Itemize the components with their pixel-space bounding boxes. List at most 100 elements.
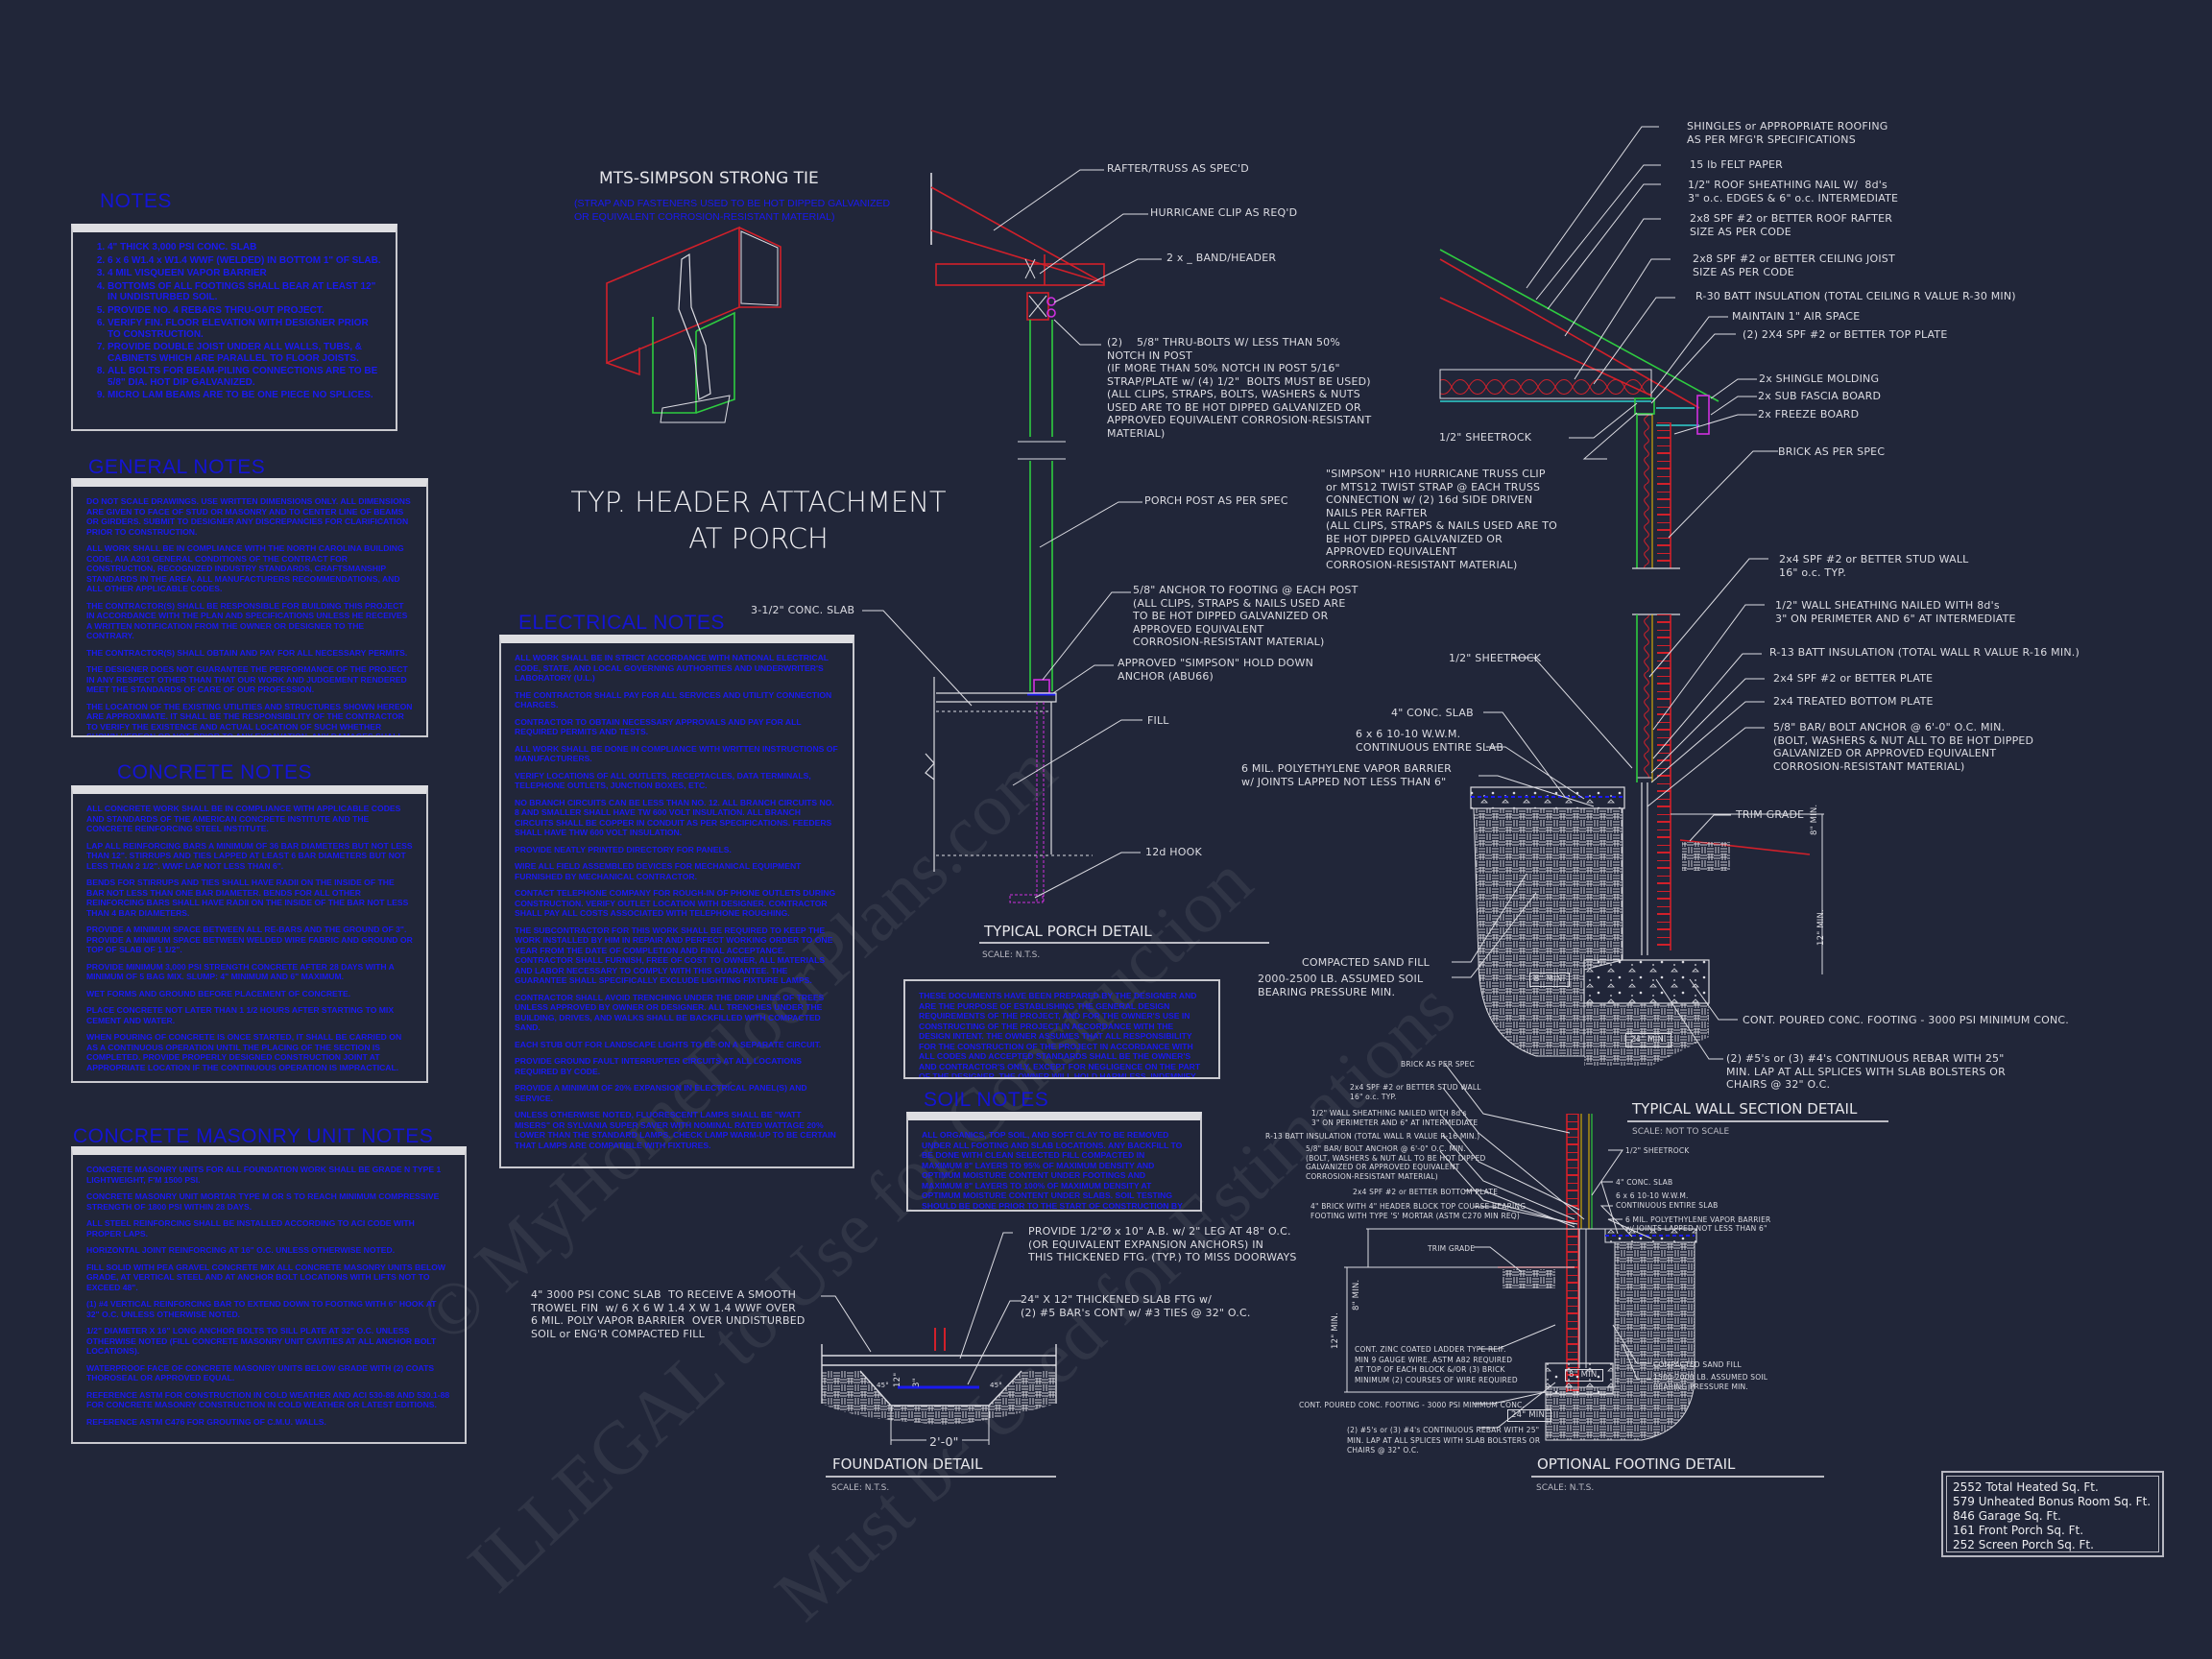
optional-footing-drawing (1344, 1114, 1697, 1441)
general-note-paragraph: THE DESIGNER DOES NOT GUARANTEE THE PERF… (86, 664, 408, 694)
wall-section-title: TYPICAL WALL SECTION DETAIL (1632, 1100, 1858, 1118)
opt-label-wall-sheathing: 1/2" WALL SHEATHING NAILED WITH 8d's 3" … (1311, 1109, 1479, 1127)
foundation-detail-scale: SCALE: N.T.S. (831, 1483, 890, 1493)
electrical-note-paragraph: CONTRACTOR SHALL AVOID TRENCHING UNDER T… (515, 992, 825, 1033)
wall-label-rafter: 2x8 SPF #2 or BETTER ROOF RAFTER SIZE AS… (1690, 212, 1893, 238)
concrete-note-paragraph: ALL CONCRETE WORK SHALL BE IN COMPLIANCE… (86, 804, 401, 833)
sqft-front-porch: 161 Front Porch Sq. Ft. (1953, 1524, 2084, 1537)
opt-label-conc-slab: 4" CONC. SLAB (1616, 1178, 1673, 1187)
wall-label-sheetrock: 1/2" SHEETROCK (1449, 652, 1542, 664)
sqft-screen-porch: 252 Screen Porch Sq. Ft. (1953, 1538, 2094, 1551)
general-note-paragraph: DO NOT SCALE DRAWINGS. USE WRITTEN DIMEN… (86, 496, 411, 537)
note-item: 4 MIL VISQUEEN VAPOR BARRIER (108, 268, 382, 279)
foundation-label-thickened: 24" X 12" THICKENED SLAB FTG w/ (2) #5 B… (1021, 1293, 1251, 1319)
opt-label-stud-wall: 2x4 SPF #2 or BETTER STUD WALL 16" o.c. … (1350, 1083, 1481, 1101)
opt-label-soil-bearing: 1500-2000 LB. ASSUMED SOIL BEARING PRESS… (1653, 1373, 1768, 1391)
foundation-dim-width: 2'-0" (926, 1434, 962, 1449)
notes-title: NOTES (100, 190, 172, 212)
electrical-note-paragraph: THE SUBCONTRACTOR FOR THIS WORK SHALL BE… (515, 925, 833, 986)
concrete-note-paragraph: BENDS FOR STIRRUPS AND TIES SHALL HAVE R… (86, 878, 409, 918)
sqft-heated: 2552 Total Heated Sq. Ft. (1953, 1480, 2099, 1494)
concrete-note-paragraph: LAP ALL REINFORCING BARS A MINIMUM OF 36… (86, 840, 413, 871)
electrical-note-paragraph: ALL WORK SHALL BE DONE IN COMPLIANCE WIT… (515, 743, 838, 764)
wall-label-brick: BRICK AS PER SPEC (1778, 445, 1886, 458)
wall-label-wwm: 6 x 6 10-10 W.W.M. CONTINUOUS ENTIRE SLA… (1356, 728, 1504, 754)
foundation-dim-12: 12" (893, 1372, 902, 1387)
wall-label-felt: 15 lb FELT PAPER (1690, 158, 1784, 171)
electrical-note-paragraph: UNLESS OTHERWISE NOTED, FLUORESCENT LAMP… (515, 1110, 836, 1150)
electrical-note-paragraph: PROVIDE A MINIMUM OF 20% EXPANSION IN EL… (515, 1083, 807, 1103)
wall-label-trim-grade: TRIM GRADE (1736, 808, 1805, 821)
cmu-note-paragraph: (1) #4 VERTICAL REINFORCING BAR TO EXTEN… (86, 1299, 437, 1319)
opt-label-sheetrock: 1/2" SHEETROCK (1625, 1146, 1690, 1155)
cmu-note-paragraph: WATERPROOF FACE OF CONCRETE MASONRY UNIT… (86, 1362, 435, 1383)
concrete-notes-panel: ALL CONCRETE WORK SHALL BE IN COMPLIANCE… (71, 785, 428, 1083)
cmu-note-paragraph: REFERENCE ASTM C476 FOR GROUTING OF C.M.… (86, 1416, 326, 1427)
note-item: PROVIDE DOUBLE JOIST UNDER ALL WALLS, TU… (108, 342, 382, 364)
wall-label-stud-wall: 2x4 SPF #2 or BETTER STUD WALL 16" o.c. … (1779, 553, 1969, 579)
note-item: BOTTOMS OF ALL FOOTINGS SHALL BEAR AT LE… (108, 281, 382, 303)
opt-label-ladder: CONT. ZINC COATED LADDER TYPE REIF. MIN … (1355, 1345, 1518, 1384)
cmu-notes-title: CONCRETE MASONRY UNIT NOTES (73, 1125, 434, 1147)
foundation-angle-right: 45° (990, 1382, 1003, 1389)
wall-label-sheetrock-top: 1/2" SHEETROCK (1439, 431, 1532, 444)
note-item: PROVIDE NO. 4 REBARS THRU-OUT PROJECT. (108, 305, 382, 317)
sqft-garage: 846 Garage Sq. Ft. (1953, 1509, 2061, 1523)
wall-label-sand-fill: COMPACTED SAND FILL (1302, 956, 1430, 969)
general-note-paragraph: THE CONTRACTOR(S) SHALL BE RESPONSIBLE F… (86, 600, 408, 641)
square-footage-table: 2552 Total Heated Sq. Ft. 579 Unheated B… (1941, 1471, 2164, 1557)
cmu-notes-panel: CONCRETE MASONRY UNITS FOR ALL FOUNDATIO… (71, 1146, 467, 1444)
opt-label-brick: BRICK AS PER SPEC (1401, 1060, 1475, 1069)
opt-label-footing: CONT. POURED CONC. FOOTING - 3000 PSI MI… (1299, 1401, 1526, 1409)
porch-label-band: 2 x _ BAND/HEADER (1166, 252, 1277, 264)
opt-label-r13: R-13 BATT INSULATION (TOTAL WALL R VALUE… (1265, 1132, 1480, 1141)
wall-label-hurricane: "SIMPSON" H10 HURRICANE TRUSS CLIP or MT… (1326, 468, 1557, 571)
note-item: 4" THICK 3,000 PSI CONC. SLAB (108, 242, 382, 253)
wall-title-underline (1627, 1120, 1888, 1122)
cmu-note-paragraph: REFERENCE ASTM FOR CONSTRUCTION IN COLD … (86, 1389, 450, 1410)
note-item: 6 x 6 W1.4 x W1.4 WWF (WELDED) IN BOTTOM… (108, 255, 382, 267)
wall-dim-12: 12" MIN. (1816, 909, 1826, 946)
opt-dim-24: 24" MIN. (1507, 1409, 1551, 1422)
electrical-note-paragraph: ALL WORK SHALL BE IN STRICT ACCORDANCE W… (515, 653, 829, 683)
wall-label-r13: R-13 BATT INSULATION (TOTAL WALL R VALUE… (1769, 646, 2080, 659)
wall-section-scale: SCALE: NOT TO SCALE (1632, 1127, 1730, 1137)
foundation-detail-title: FOUNDATION DETAIL (832, 1455, 983, 1473)
wall-label-r30: R-30 BATT INSULATION (TOTAL CEILING R VA… (1695, 290, 2016, 302)
optional-footing-title: OPTIONAL FOOTING DETAIL (1537, 1455, 1736, 1473)
wall-dim-8b: 8" MIN. (1529, 973, 1571, 987)
porch-label-post: PORCH POST AS PER SPEC (1144, 494, 1288, 507)
electrical-note-paragraph: CONTACT TELEPHONE COMPANY FOR ROUGH-IN O… (515, 888, 836, 918)
electrical-note-paragraph: VERIFY LOCATIONS OF ALL OUTLETS, RECEPTA… (515, 770, 811, 791)
porch-label-slab: 3-1/2" CONC. SLAB (751, 604, 855, 616)
cmu-note-paragraph: CONCRETE MASONRY UNIT MORTAR TYPE M OR S… (86, 1191, 440, 1212)
general-note-paragraph: ALL WORK SHALL BE IN COMPLIANCE WITH THE… (86, 543, 404, 593)
wall-label-shingles: SHINGLES or APPROPRIATE ROOFING AS PER M… (1687, 120, 1888, 146)
sqft-bonus-room: 579 Unheated Bonus Room Sq. Ft. (1953, 1495, 2152, 1508)
opt-label-sand-fill: COMPACTED SAND FILL (1653, 1360, 1742, 1369)
electrical-note-paragraph: EACH STUB OUT FOR LANDSCAPE LIGHTS TO BE… (515, 1039, 822, 1049)
foundation-dim-3: 3" (912, 1378, 922, 1387)
leader-lines (821, 126, 1778, 1429)
cmu-note-paragraph: ALL STEEL REINFORCING SHALL BE INSTALLED… (86, 1218, 415, 1238)
concrete-note-paragraph: PROVIDE MINIMUM 3,000 PSI STRENGTH CONCR… (86, 961, 395, 982)
cmu-note-paragraph: HORIZONTAL JOINT REINFORCING AT 16" O.C.… (86, 1245, 396, 1255)
opt-label-rebar: (2) #5's or (3) #4's CONTINUOUS REBAR WI… (1347, 1426, 1541, 1455)
wall-label-bolt-anchor: 5/8" BAR/ BOLT ANCHOR @ 6'-0" O.C. MIN. … (1773, 721, 2034, 773)
opt-dim-12: 12" MIN. (1331, 1312, 1340, 1349)
electrical-note-paragraph: THE CONTRACTOR SHALL PAY FOR ALL SERVICE… (515, 689, 832, 710)
opt-label-wwm: 6 x 6 10-10 W.W.M. CONTINUOUS ENTIRE SLA… (1616, 1191, 1719, 1210)
porch-label-hold-down: APPROVED "SIMPSON" HOLD DOWN ANCHOR (ABU… (1118, 657, 1314, 683)
wall-label-roof-sheathing: 1/2" ROOF SHEATHING NAIL W/ 8d's 3" o.c.… (1688, 179, 1899, 204)
wall-label-vapor: 6 MIL. POLYETHYLENE VAPOR BARRIER w/ JOI… (1241, 762, 1453, 788)
cmu-note-paragraph: 1/2" DIAMETER x 16" LONG ANCHOR BOLTS TO… (86, 1326, 437, 1356)
porch-label-fill: FILL (1147, 714, 1169, 727)
wall-label-shingle-molding: 2x SHINGLE MOLDING (1759, 373, 1880, 385)
porch-label-hurricane-clip: HURRICANE CLIP AS REQ'D (1150, 206, 1298, 219)
electrical-note-paragraph: WIRE ALL FIELD ASSEMBLED DEVICES FOR MEC… (515, 861, 802, 881)
wall-label-bottom-plate: 2x4 TREATED BOTTOM PLATE (1773, 695, 1934, 708)
porch-label-anchor: 5/8" ANCHOR TO FOOTING @ EACH POST (ALL … (1133, 584, 1358, 648)
foundation-detail-drawing (821, 1328, 1057, 1445)
opt-label-brick-header: 4" BRICK WITH 4" HEADER BLOCK TOP COURSE… (1310, 1202, 1527, 1220)
wall-dim-24: 24" MIN. (1625, 1033, 1671, 1047)
